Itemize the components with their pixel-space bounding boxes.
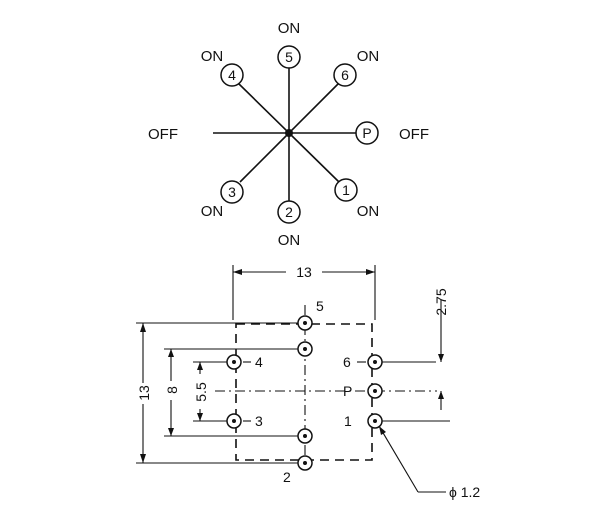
state-label-p: OFF	[399, 126, 429, 143]
position-4-circle	[220, 63, 244, 87]
pin-label-5: 5	[316, 298, 324, 314]
dim-pitch-label: 5.5	[193, 382, 209, 402]
position-p-circle	[355, 121, 379, 145]
pin-label-3: 3	[255, 413, 263, 429]
spoke-6	[288, 83, 339, 134]
pin-hole-5	[297, 315, 313, 331]
state-label-2: ON	[278, 232, 301, 249]
position-5-circle	[277, 45, 301, 69]
state-label-off-left: OFF	[148, 126, 178, 143]
pin-hole-p	[367, 383, 383, 399]
dim-offset-label: 2.75	[433, 288, 449, 315]
position-1-label: 1	[342, 182, 350, 198]
pin-hole-lower-center	[297, 428, 313, 444]
pin-hole-6	[367, 354, 383, 370]
pin-hole-3	[226, 413, 242, 429]
hole-leader-arrow	[379, 426, 386, 435]
position-p-label: P	[362, 125, 371, 141]
position-6-label: 6	[341, 67, 349, 83]
position-3-circle	[220, 180, 244, 204]
state-label-5: ON	[278, 20, 301, 37]
dim-offset-arrow-top	[438, 354, 444, 362]
center-hub	[285, 129, 293, 137]
pin-label-6: 6	[343, 354, 351, 370]
position-5-label: 5	[285, 49, 293, 65]
state-label-1: ON	[357, 203, 380, 220]
rotary-selector: 5 6 P 1 2 3 4 ON ON OFF ON ON ON ON OFF	[148, 20, 429, 249]
dim-offset-arrow-bottom	[438, 391, 444, 399]
dim-width-arrow-right	[366, 269, 375, 275]
footprint-drawing: 13 13 8 5.5 2	[136, 264, 480, 500]
dim-pitch-arrow-bottom	[197, 413, 203, 421]
spoke-3	[239, 132, 290, 183]
state-label-3: ON	[201, 203, 224, 220]
spoke-4	[238, 83, 290, 134]
dim-width-arrow-left	[233, 269, 242, 275]
pin-label-4: 4	[255, 354, 263, 370]
hole-leader-diagonal	[378, 425, 419, 493]
pin-hole-upper-center	[297, 341, 313, 357]
pin-label-1: 1	[344, 413, 352, 429]
dim-inner-label: 8	[164, 386, 180, 394]
pin-hole-4	[226, 354, 242, 370]
position-6-circle	[333, 63, 357, 87]
state-label-6: ON	[357, 48, 380, 65]
pin-hole-2	[297, 455, 313, 471]
dim-height-label: 13	[136, 385, 152, 401]
position-4-label: 4	[228, 67, 236, 83]
position-2-circle	[277, 200, 301, 224]
hole-diameter-label: ϕ 1.2	[449, 484, 480, 500]
pin-label-2: 2	[283, 469, 291, 485]
state-label-4: ON	[201, 48, 224, 65]
dim-inner-arrow-top	[168, 349, 174, 357]
dim-width-label: 13	[296, 264, 312, 280]
position-2-label: 2	[285, 204, 293, 220]
pin-hole-1	[367, 413, 383, 429]
position-3-label: 3	[228, 184, 236, 200]
dim-pitch-arrow-top	[197, 362, 203, 370]
dim-height-arrow-top	[140, 323, 146, 332]
dim-height-arrow-bottom	[140, 454, 146, 463]
pin-label-p: P	[343, 383, 352, 399]
dim-inner-arrow-bottom	[168, 428, 174, 436]
spoke-1	[288, 132, 340, 183]
position-1-circle	[334, 178, 358, 202]
